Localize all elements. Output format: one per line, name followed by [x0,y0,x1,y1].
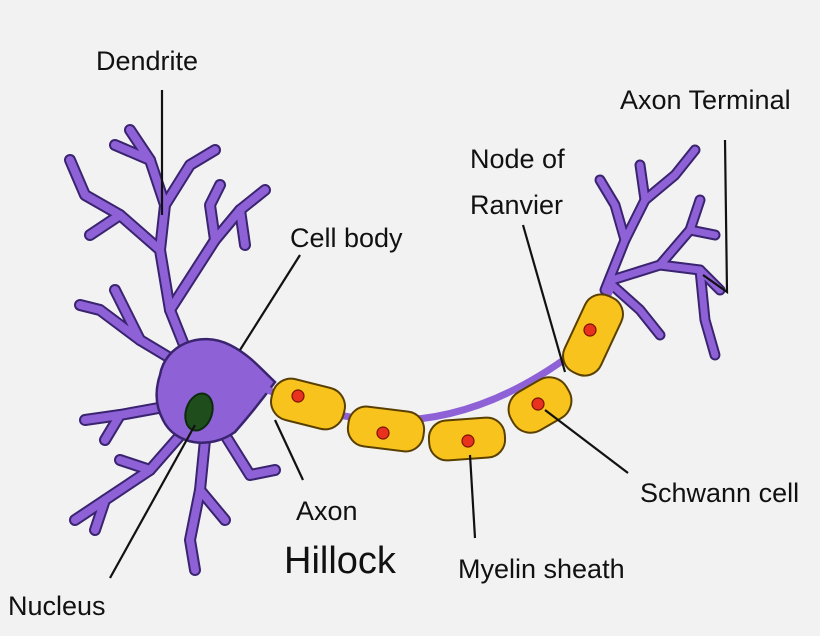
myelin-sheath [270,293,624,462]
label-axon-terminal: Axon Terminal [620,85,791,115]
schwann-cell-1 [270,377,346,431]
schwann-cell-5 [562,293,624,377]
label-node-of-ranvier-line2: Ranvier [470,190,563,220]
label-hillock: Hillock [284,540,397,582]
label-schwann-cell: Schwann cell [640,478,799,508]
schwann-cell-3 [427,416,507,462]
leader-cell-body [239,254,301,351]
label-axon: Axon [296,496,358,526]
leader-myelin-sheath [468,454,477,539]
schwann-cell-2 [346,405,426,453]
dendrites [64,124,281,576]
leader-lines [109,90,729,579]
label-cell-body: Cell body [290,223,403,253]
axon-terminal [594,144,726,361]
label-dendrite: Dendrite [96,46,198,76]
leader-axon-terminal [702,139,729,295]
label-myelin-sheath: Myelin sheath [458,554,625,584]
label-node-of-ranvier-line1: Node of [470,144,565,174]
leader-schwann-cell [544,409,629,474]
label-nucleus: Nucleus [8,591,106,621]
leader-node-of-ranvier [521,224,567,373]
leader-nucleus [109,424,196,579]
schwann-cell-4 [507,376,573,434]
dendrite-fill [66,126,279,574]
leader-axon-hillock [274,419,304,481]
cell-body [155,337,277,444]
